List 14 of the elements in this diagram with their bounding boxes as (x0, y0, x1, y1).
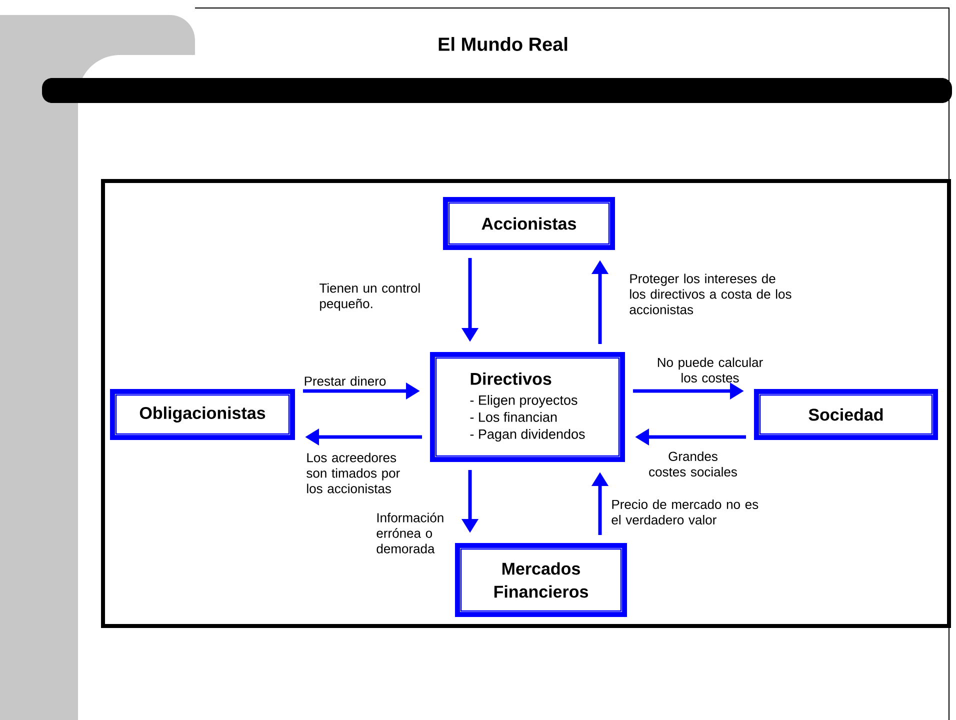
edge-label: Grandes costes sociales (649, 451, 737, 477)
box: Directivos - Eligen proyectos - Los financian - Pagan dividendos (430, 352, 625, 462)
edge-label: Tienen un control pequeño. (320, 283, 420, 311)
edge-label: No puede calcular los costes (658, 357, 763, 383)
title: El Mundo Real (438, 37, 568, 51)
edge-label: Prestar dinero (304, 376, 386, 386)
edge-label: Los acreedores son timados por los accionistas (306, 452, 400, 494)
edge-label: Información errónea o demorada (376, 512, 444, 554)
box: Sociedad (754, 389, 938, 440)
edge-label: Proteger los intereses de los directivos a costa de los accionistas (630, 274, 792, 314)
box: Obligacionistas (110, 389, 295, 440)
box: Mercados Financieros (455, 543, 627, 617)
edge-label: Precio de mercado no es el verdadero valor (612, 499, 758, 525)
box: Accionistas (443, 197, 615, 250)
